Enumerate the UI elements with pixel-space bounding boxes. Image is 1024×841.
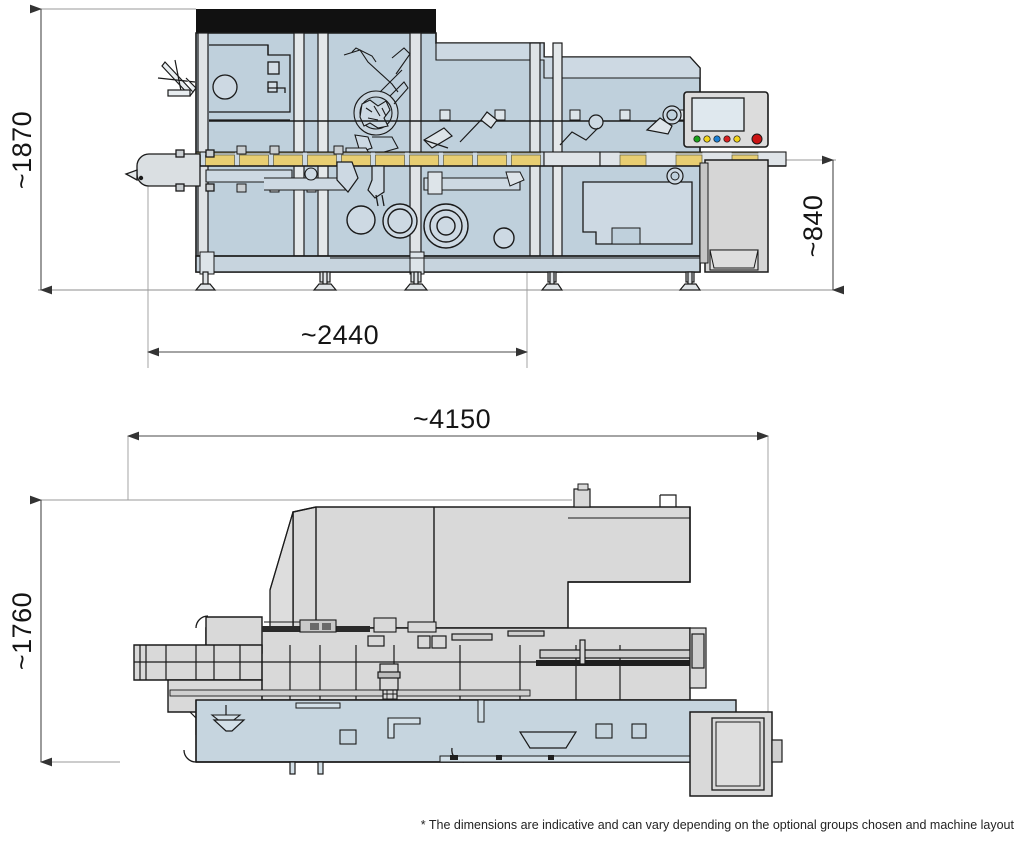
- dimension-working-height: ~840: [798, 155, 844, 295]
- plan-feet: [212, 719, 246, 732]
- indicator-lights: [693, 135, 741, 143]
- top-cover: [196, 9, 436, 33]
- transport-rails: [169, 617, 531, 697]
- infeed-conveyor: [124, 149, 215, 192]
- rear-port: [573, 488, 591, 508]
- front-guard-plan: [183, 699, 741, 775]
- machine-body-plan: [133, 483, 783, 797]
- dimension-label-4150: ~4150: [413, 404, 491, 434]
- status-light-blue: [713, 135, 721, 143]
- dimension-overall-length: ~4150: [126, 404, 770, 441]
- status-light-red: [723, 135, 731, 143]
- dimension-partial-length: ~2440: [146, 320, 529, 357]
- hmi-screen: [691, 97, 745, 132]
- machine-body-elevation: [124, 9, 787, 291]
- status-light-yellow: [703, 135, 711, 143]
- dimensions-disclaimer: * The dimensions are indicative and can …: [420, 818, 1014, 832]
- status-light-green: [693, 135, 701, 143]
- upper-rail: [209, 109, 700, 122]
- adjustable-feet: [194, 271, 702, 291]
- right-lower-panel: [582, 167, 693, 245]
- status-light-amber: [733, 135, 741, 143]
- electrical-cabinet-plan: [689, 711, 783, 797]
- machine-foot: [194, 271, 217, 291]
- dimension-overall-depth: ~1760: [7, 495, 52, 767]
- internal-detail-left: [209, 44, 291, 121]
- machine-plinth: [195, 251, 701, 275]
- dimension-label-840: ~840: [798, 195, 828, 258]
- machine-foot: [312, 271, 338, 291]
- plan-projection-lines: [41, 436, 769, 763]
- right-internals-plan: [431, 627, 707, 689]
- plan-view: ~4150 ~1760: [7, 404, 783, 797]
- frame-step: [435, 33, 701, 79]
- dimension-overall-height: ~1870: [7, 4, 52, 295]
- operator-control-panel[interactable]: [683, 91, 769, 148]
- rear-housing: [292, 506, 691, 629]
- dimension-label-1760: ~1760: [7, 592, 37, 670]
- drive-pulleys: [346, 203, 515, 249]
- lower-transfer: [205, 161, 525, 207]
- dimension-label-1870: ~1870: [7, 111, 37, 189]
- side-elevation-view: ~1870 ~840 ~2440: [7, 4, 844, 368]
- center-mechanism-plan: [367, 635, 431, 725]
- electrical-cabinet: [699, 159, 769, 273]
- machine-foot: [403, 271, 429, 291]
- dimension-label-2440: ~2440: [301, 320, 379, 350]
- emergency-stop-button: [751, 133, 763, 145]
- lever-assembly: [157, 59, 197, 97]
- machine-foot: [540, 271, 564, 291]
- transfer-mechanism: [423, 105, 682, 149]
- carton-conveyor-band: [195, 151, 787, 167]
- rotary-mechanism: [343, 47, 411, 159]
- machine-foot: [678, 271, 702, 291]
